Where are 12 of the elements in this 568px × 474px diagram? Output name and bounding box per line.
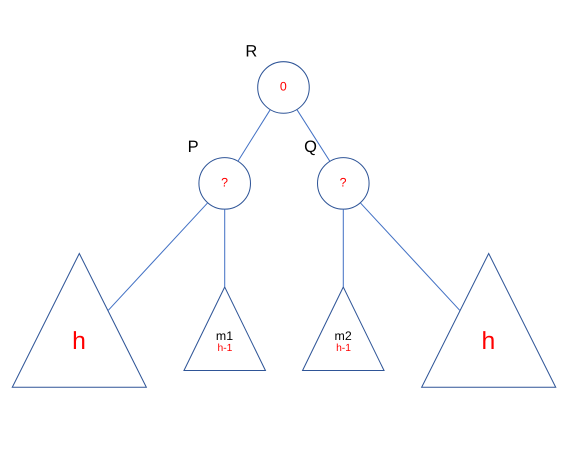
connector xyxy=(360,202,460,310)
connector xyxy=(238,109,271,161)
connector xyxy=(342,208,344,286)
node-circle: ? xyxy=(317,156,370,210)
node-label: Q xyxy=(304,138,317,156)
connector xyxy=(224,208,226,286)
connector xyxy=(108,202,208,310)
node-circle: ? xyxy=(198,156,251,210)
node-label: P xyxy=(188,138,199,156)
node-circle: 0 xyxy=(257,60,310,114)
connector xyxy=(296,109,330,161)
node-label: R xyxy=(245,42,258,60)
